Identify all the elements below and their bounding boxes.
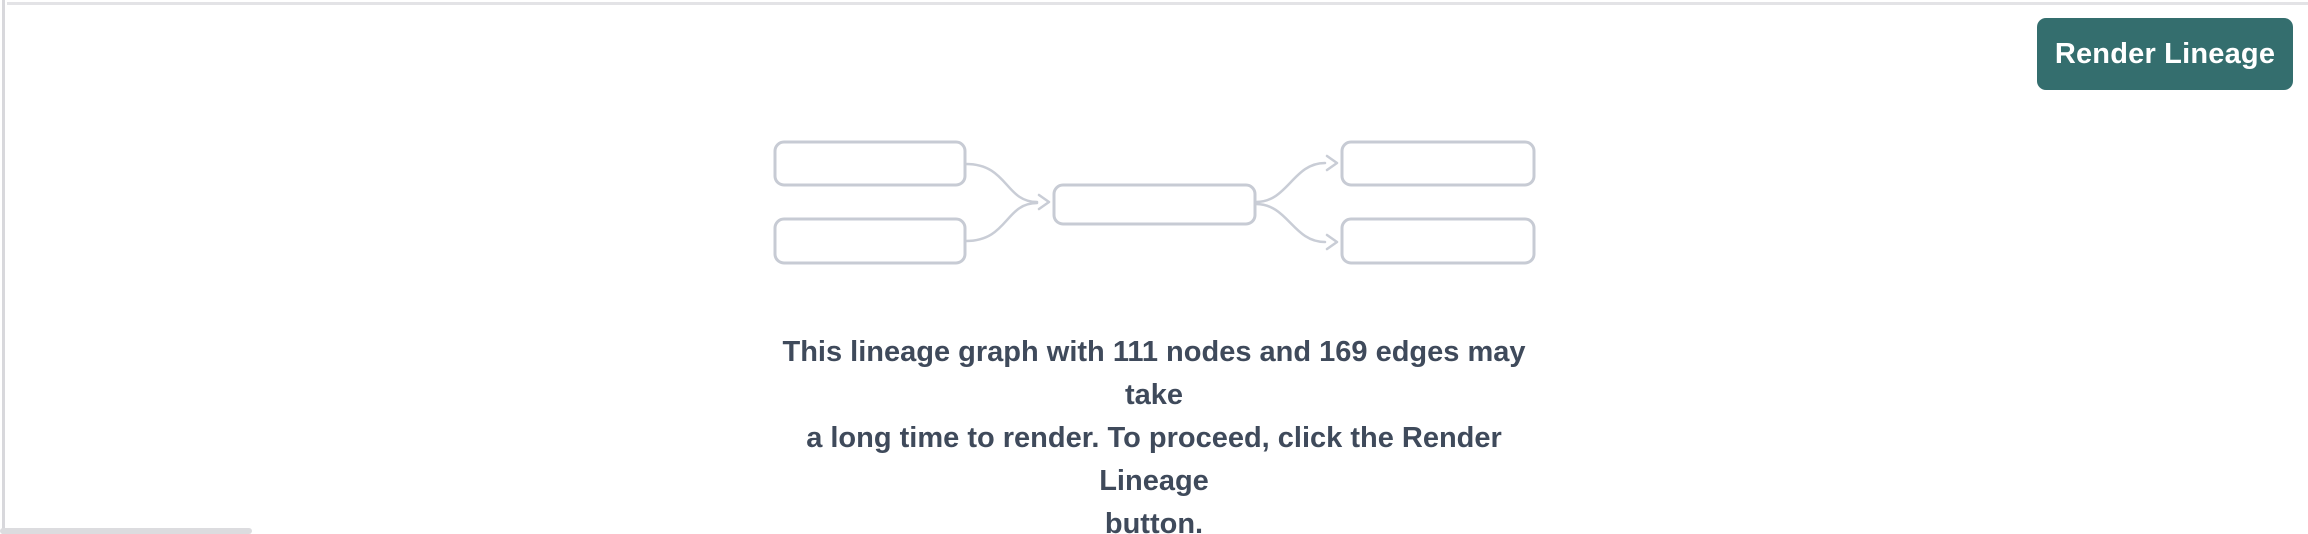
graph-node-box (1340, 140, 1536, 187)
graph-edge (964, 162, 1039, 204)
lineage-warning-message: This lineage graph with 111 nodes and 16… (764, 331, 1544, 534)
graph-node-box (773, 140, 967, 187)
arrowhead-icon (1325, 233, 1339, 251)
graph-arrowheads (1037, 154, 1339, 251)
graph-node-box (773, 217, 967, 265)
arrowhead-icon (1325, 154, 1339, 172)
graph-edge (1254, 202, 1327, 244)
horizontal-scrollbar-thumb[interactable] (0, 528, 252, 534)
message-line: This lineage graph with 111 nodes and 16… (782, 336, 1526, 411)
render-lineage-button[interactable]: Render Lineage (2037, 18, 2293, 90)
graph-node-box (1052, 183, 1257, 226)
graph-edges (964, 161, 1327, 244)
graph-node-box (1340, 217, 1536, 265)
graph-edge (964, 201, 1039, 243)
lineage-graph-illustration (773, 140, 1536, 265)
message-line: button. (1104, 508, 1204, 534)
panel-top-border (7, 2, 2308, 5)
panel-left-border (2, 0, 5, 534)
message-line: a long time to render. To proceed, click… (806, 422, 1502, 497)
graph-nodes (773, 140, 1536, 265)
arrowhead-icon (1037, 193, 1051, 211)
graph-edge (1254, 161, 1327, 204)
